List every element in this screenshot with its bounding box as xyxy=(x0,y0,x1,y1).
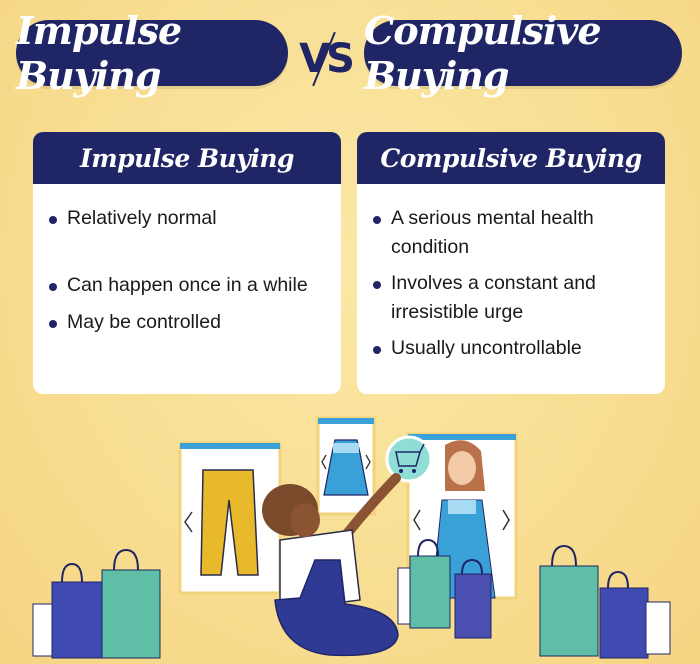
impulse-buying-card: Impulse Buying Relatively normal Can hap… xyxy=(33,132,341,394)
chevron-left-icon xyxy=(184,511,193,533)
compulsive-buying-card: Compulsive Buying A serious mental healt… xyxy=(357,132,665,394)
shopping-bags-middle xyxy=(397,538,492,639)
shopping-bags-left xyxy=(32,548,161,659)
person-pointing xyxy=(262,473,401,657)
bullet-list: A serious mental health condition Involv… xyxy=(357,184,665,363)
shopping-illustration xyxy=(32,416,671,659)
versus-label: VS xyxy=(290,31,360,87)
bullet-list: Relatively normal Can happen once in a w… xyxy=(33,184,341,337)
impulse-buying-title: Impulse Buying xyxy=(16,8,182,98)
card-heading: Compulsive Buying xyxy=(357,132,665,184)
card-heading: Impulse Buying xyxy=(33,132,341,184)
chevron-left-icon xyxy=(413,509,421,531)
impulse-buying-title-pill: Impulse Buying xyxy=(16,8,288,98)
list-item: Usually uncontrollable xyxy=(371,334,655,363)
compulsive-buying-title-pill: Compulsive Buying xyxy=(364,8,682,98)
list-item: Involves a constant and irresistible urg… xyxy=(371,269,655,327)
shopping-cart-icon xyxy=(385,435,433,483)
chevron-left-icon xyxy=(321,454,327,470)
list-item: Can happen once in a while xyxy=(47,271,331,300)
list-item: Relatively normal xyxy=(47,204,331,233)
vs-text: VS xyxy=(299,36,355,82)
chevron-right-icon xyxy=(365,454,371,470)
chevron-right-icon xyxy=(502,509,510,531)
dress-product-card xyxy=(316,416,376,516)
list-item: May be controlled xyxy=(47,308,331,337)
compulsive-buying-title: Compulsive Buying xyxy=(364,8,602,98)
shopping-bags-right xyxy=(539,544,671,659)
list-item: A serious mental health condition xyxy=(371,204,655,262)
